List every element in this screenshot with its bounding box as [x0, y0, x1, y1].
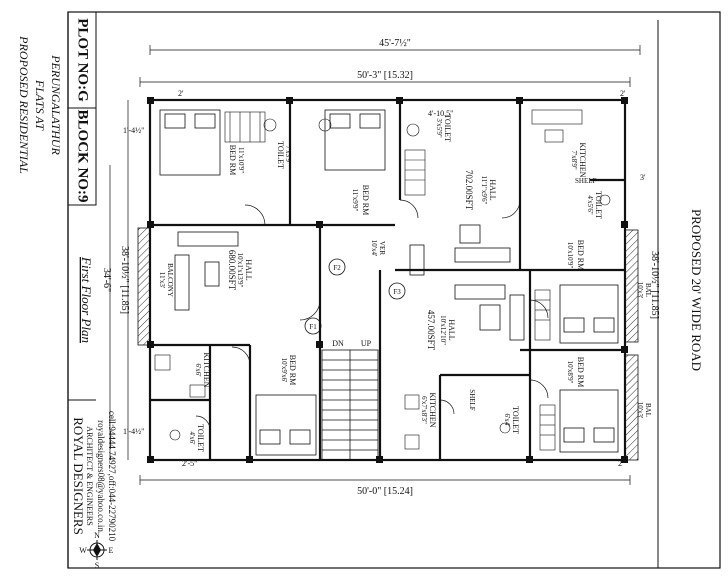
entry-markers: [304, 258, 406, 335]
room-hall-1-size: 11'1"x9'6": [480, 176, 488, 205]
fixtures: [154, 109, 611, 451]
room-bedrm-4-size: 10'x9'x6': [280, 358, 288, 383]
firm-email: royaldesigners08@yahoo.co.in: [96, 420, 106, 532]
room-bedrm-5: BED RM: [576, 357, 585, 387]
room-shelf-1: SHELF: [575, 177, 597, 185]
room-toilet-3: TOILET: [594, 191, 603, 219]
dim-offset-c: 1'-4½": [123, 427, 144, 436]
stair-down: DN: [332, 339, 344, 348]
room-bal-1-size: 10'x3': [636, 282, 644, 299]
balcony-right-top-hatch: [624, 229, 639, 343]
dim-offset-d: 2'-5": [182, 459, 197, 468]
firm-phone: cell:94444 74927,off:044-22790210: [107, 411, 117, 542]
compass-n: N: [94, 531, 100, 540]
room-hall-2-size: 10'x1'x13'9": [236, 253, 244, 288]
compass-s: S: [95, 561, 99, 570]
room-toilet-3-size: 4'x5'6": [586, 195, 594, 215]
room-toilet-2: TOILET: [443, 114, 452, 142]
block-number: BLOCK NO:9: [75, 110, 91, 203]
room-bal-2: BAL: [644, 403, 652, 417]
compass-w: W: [79, 546, 87, 555]
dim-left-depth: 38'-10½" [11.85]: [119, 246, 130, 314]
room-bal-2-size: 10'x3': [636, 402, 644, 419]
marker-f2: F2: [333, 264, 341, 272]
project-line-2: FLATS AT: [33, 79, 47, 131]
room-bedrm-3: BED RM: [576, 240, 585, 270]
room-hall-3: HALL: [447, 319, 456, 340]
room-balcony: BALCONY: [166, 263, 174, 297]
room-bedrm-3-size: 10'x10'9": [566, 242, 574, 269]
room-hall-3-size: 10'x12'10": [439, 315, 447, 345]
dim-offset-b: 1'-4½": [123, 126, 144, 135]
room-bedrm-1-size: 11'x10'9": [237, 147, 245, 173]
room-bedrm-2: BED RM: [361, 185, 370, 215]
marker-f3: F3: [393, 288, 401, 296]
room-toilet-4: TOILET: [196, 424, 205, 452]
balcony-left-hatch: [137, 227, 151, 346]
dim-offset-g: 2': [620, 89, 626, 98]
room-bal-1: BAL: [644, 283, 652, 297]
dim-offset-h: 2': [618, 459, 624, 468]
room-shelf-2: SHELF: [468, 389, 476, 411]
dim-offset-a: 2': [178, 89, 184, 98]
room-toilet-5-size: 6'x4': [503, 413, 511, 426]
room-kitchen-1: KITCHEN: [578, 142, 587, 177]
room-kitchen-3: KITCHEN: [428, 392, 437, 427]
area-flat-1: 702.00SFT: [464, 170, 474, 211]
room-bedrm-2-size: 11'x9'9": [351, 189, 359, 212]
building-walls: [148, 98, 627, 462]
bed-furniture: [159, 109, 619, 456]
room-toilet-1: TOILET: [276, 141, 285, 169]
road-label: PROPOSED 20' WIDE ROAD: [689, 209, 704, 371]
sheet-title: First Floor Plan: [79, 256, 94, 343]
stair-up: UP: [361, 339, 372, 348]
room-bedrm-5-size: 10'x8'9": [566, 361, 574, 384]
room-toilet-1-size: 7'x3'9": [284, 145, 292, 165]
dim-top-inner: 50'-3" [15.32]: [357, 70, 413, 81]
dim-top-overall: 45'-7½": [379, 38, 411, 49]
marker-f1: F1: [309, 323, 317, 331]
structural-columns: [147, 97, 628, 463]
dim-offset-f: 3': [640, 173, 646, 182]
firm-name: ROYAL DESIGNERS: [71, 417, 86, 535]
living-furniture: [174, 224, 525, 341]
room-ver: VER: [378, 241, 386, 255]
dim-left-outer: 34'-6": [101, 268, 112, 292]
room-toilet-2-size: 3'x5'9": [435, 118, 443, 138]
compass-icon: N S E W: [79, 531, 113, 570]
room-kitchen-3-size: 6'x7'x8'3": [420, 396, 428, 424]
project-line-3: PERUNGALATHUR: [49, 54, 63, 155]
plot-number: PLOT NO:G: [75, 18, 91, 102]
balcony-right-bottom-hatch: [624, 354, 639, 461]
room-bedrm-1: BED RM: [228, 145, 237, 175]
room-ver-size: 10'x4': [370, 240, 378, 257]
room-kitchen-2: KITCHEN: [202, 352, 211, 387]
room-toilet-4-size: 4'x6': [188, 431, 196, 444]
room-hall-1: HALL: [488, 179, 497, 200]
room-kitchen-1-size: 7'x8'9": [570, 150, 578, 170]
compass-e: E: [109, 546, 114, 555]
door-swings: [195, 199, 549, 431]
area-flat-3: 457.00SFT: [426, 310, 436, 351]
project-line-1: PROPOSED RESIDENTIAL: [17, 35, 31, 174]
dim-right-depth: 38'-10½" [11.85]: [649, 251, 660, 319]
room-kitchen-2-size: 6'x6': [194, 363, 202, 376]
room-toilet-5: TOILET: [511, 406, 520, 434]
room-hall-2: HALL: [244, 259, 253, 280]
room-labels: BED RM 11'x10'9" TOILET 7'x3'9" BED RM 1…: [158, 114, 652, 452]
room-bedrm-4: BED RM: [288, 355, 297, 385]
room-balcony-size: 11'x3': [158, 272, 166, 288]
dim-bottom: 50'-0" [15.24]: [357, 486, 413, 497]
staircase: [321, 349, 379, 461]
dim-offset-e: 4'-10.5": [428, 109, 453, 118]
firm-subtitle: ARCHITECT & ENGINEERS: [85, 426, 94, 525]
area-flat-2: 680.00SFT: [227, 250, 237, 291]
